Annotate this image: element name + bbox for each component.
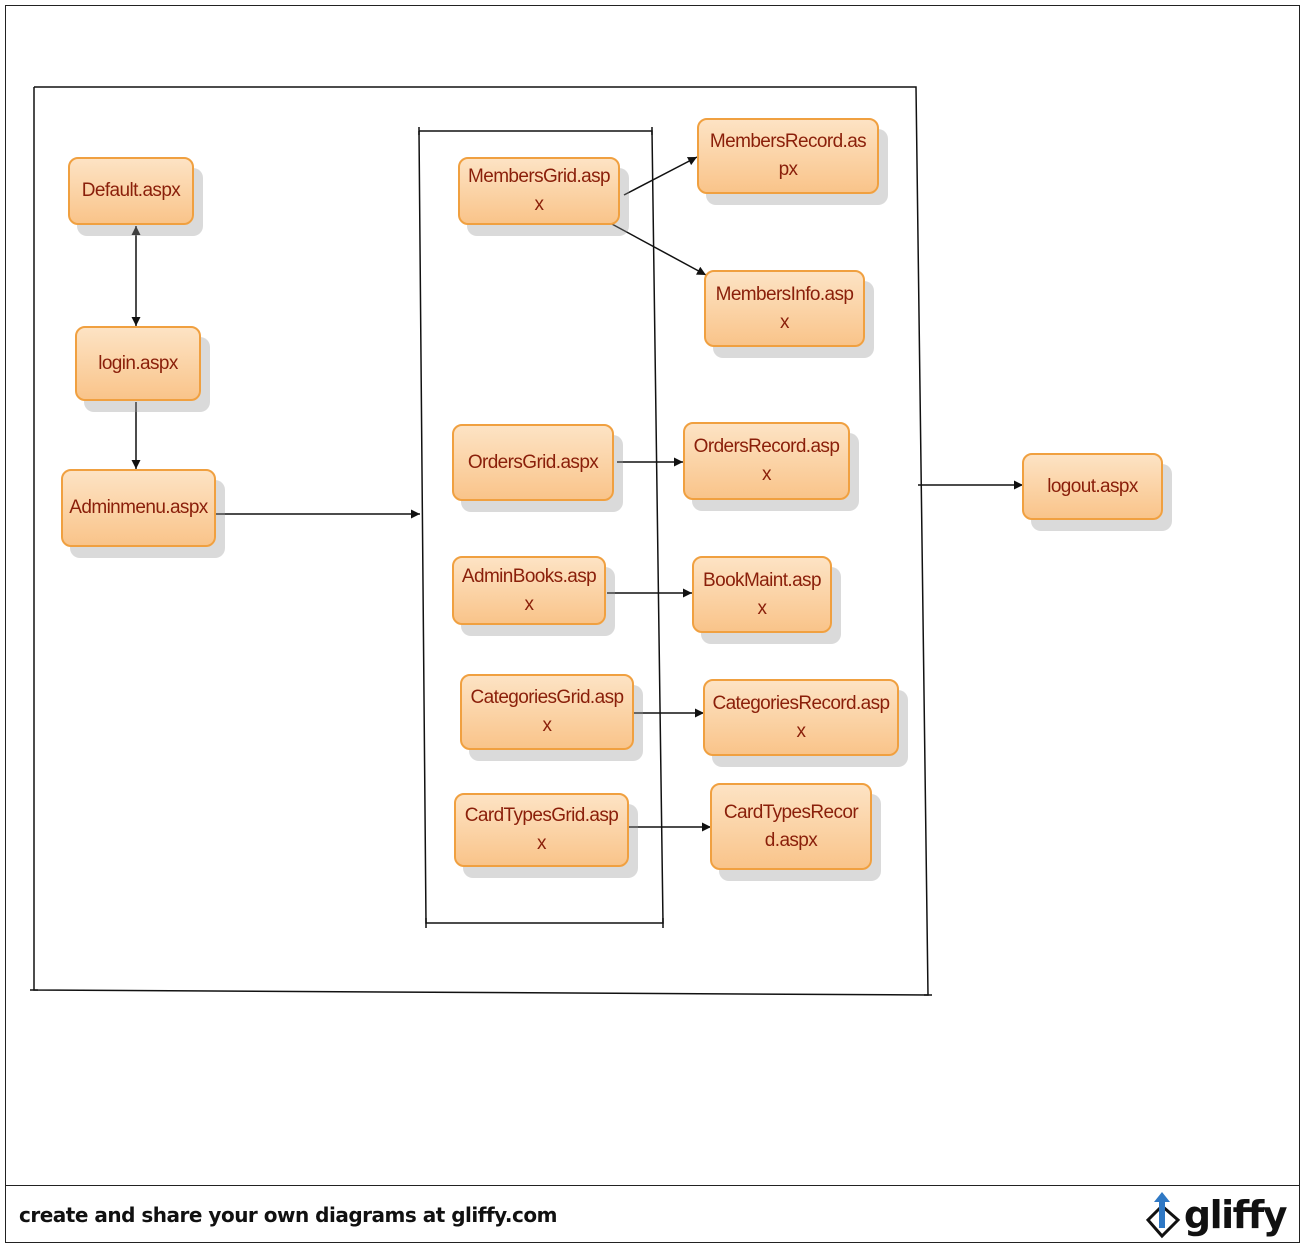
- node-adminmenu: Adminmenu.aspx: [61, 469, 216, 547]
- diagram-frame: [5, 5, 1300, 1243]
- footer: create and share your own diagrams at gl…: [5, 1185, 1300, 1243]
- node-logout: logout.aspx: [1022, 453, 1163, 520]
- footer-text[interactable]: create and share your own diagrams at gl…: [19, 1203, 557, 1227]
- node-adminbooks: AdminBooks.aspx: [452, 556, 606, 625]
- node-categoriesrecord: CategoriesRecord.aspx: [703, 679, 899, 756]
- node-bookmaint: BookMaint.aspx: [692, 556, 832, 633]
- node-membersgrid: MembersGrid.aspx: [458, 157, 620, 225]
- arrow-membersgrid-membersrecord: [623, 156, 698, 196]
- gliffy-logo[interactable]: gliffy: [1144, 1190, 1288, 1240]
- node-membersinfo: MembersInfo.aspx: [704, 270, 865, 347]
- node-default: Default.aspx: [68, 157, 194, 225]
- gliffy-diamond-icon: [1145, 1192, 1181, 1239]
- node-cardtypesgrid: CardTypesGrid.aspx: [454, 793, 629, 867]
- node-cardtypesrecord: CardTypesRecord.aspx: [710, 783, 872, 870]
- connector-layer: [30, 86, 1023, 996]
- node-ordersrecord: OrdersRecord.aspx: [683, 422, 850, 500]
- node-ordersgrid: OrdersGrid.aspx: [452, 424, 614, 501]
- logo-wordmark: gliffy: [1183, 1193, 1288, 1237]
- arrow-membersgrid-membersinfo: [609, 222, 707, 276]
- node-login: login.aspx: [75, 326, 201, 401]
- node-categoriesgrid: CategoriesGrid.aspx: [460, 674, 634, 750]
- node-membersrecord: MembersRecord.aspx: [697, 118, 879, 194]
